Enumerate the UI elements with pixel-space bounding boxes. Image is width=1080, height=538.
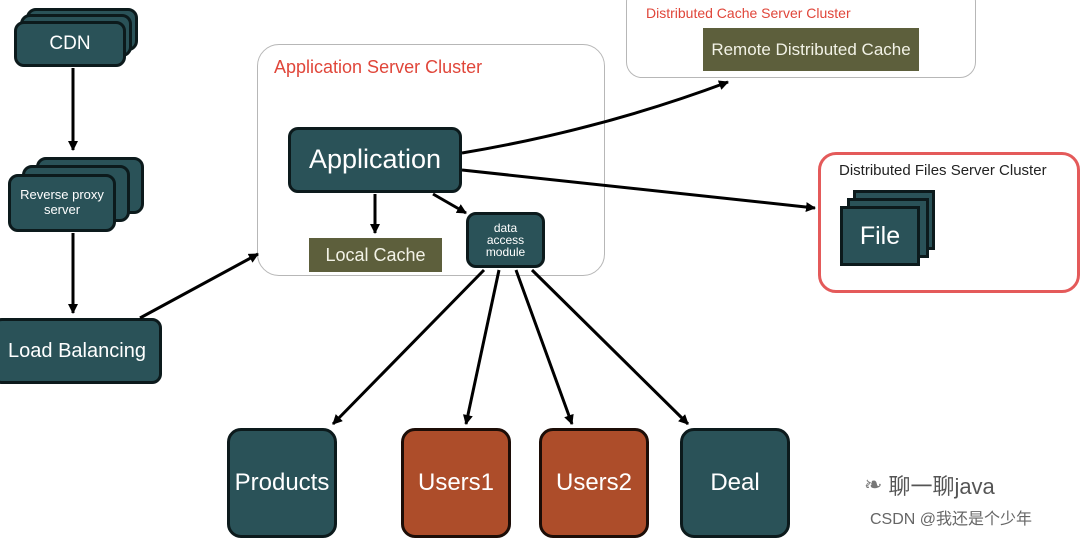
arrow-app-to-data-access: [432, 192, 467, 215]
application-node: Application: [288, 127, 462, 193]
users1-node: Users1: [401, 428, 511, 538]
remote-distributed-cache-node: Remote Distributed Cache: [703, 28, 919, 71]
wechat-icon: ❧: [864, 472, 883, 498]
application-server-cluster-title: Application Server Cluster: [274, 57, 483, 77]
wechat-watermark: ❧ 聊一聊java: [864, 469, 995, 501]
arrow-lb-to-app-cluster: [139, 252, 259, 320]
users2-node: Users2: [539, 428, 649, 538]
csdn-watermark: CSDN @我还是个少年: [870, 511, 1033, 528]
distributed-cache-server-cluster-title: Distributed Cache Server Cluster: [646, 5, 851, 21]
arrow-dam-to-users2: [514, 269, 574, 425]
distributed-files-server-cluster-title: Distributed Files Server Cluster: [839, 162, 1047, 179]
reverse-proxy-node: Reverse proxy server: [8, 174, 116, 232]
local-cache-node: Local Cache: [309, 238, 442, 272]
load-balancing-node: Load Balancing: [0, 318, 162, 384]
arrow-dam-to-users1: [462, 269, 501, 425]
data-access-module-node: data access module: [466, 212, 545, 268]
products-node: Products: [227, 428, 337, 538]
arrow-app-to-remote-cache: [461, 80, 729, 155]
arrow-app-to-file: [461, 168, 816, 213]
file-node: File: [840, 206, 920, 266]
wechat-watermark-text: 聊一聊java: [888, 474, 995, 499]
arrow-dam-to-deal: [530, 268, 690, 426]
cdn-node: CDN: [14, 21, 126, 67]
deal-node: Deal: [680, 428, 790, 538]
arrow-dam-to-products: [331, 268, 486, 426]
